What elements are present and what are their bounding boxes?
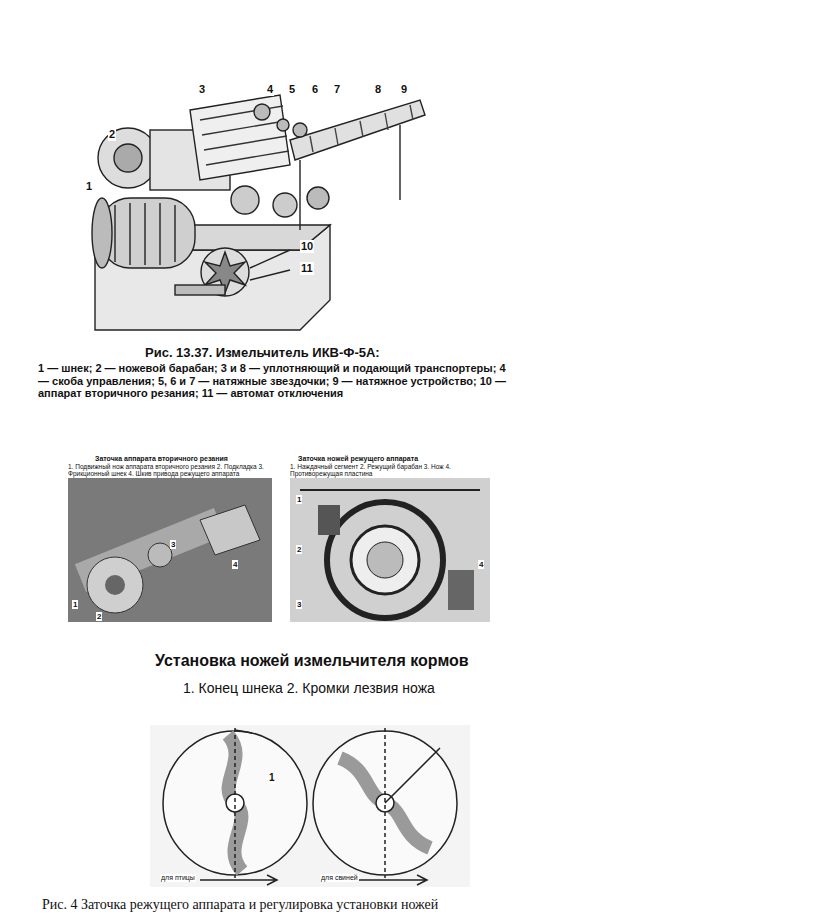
callout-number: 3	[296, 600, 302, 609]
callout-number: 2	[108, 128, 116, 141]
callout-number: 8	[374, 83, 382, 96]
panel-legend: 1. Подвижный нож аппарата вторичного рез…	[68, 463, 272, 478]
panel-label: для птицы	[160, 874, 196, 882]
photo-panels	[68, 478, 490, 622]
callout-number: 2	[296, 545, 302, 554]
callout-number: 1	[72, 600, 78, 609]
figure-title: Рис. 13.37. Измельчитель ИКВ-Ф-5А:	[145, 346, 380, 361]
knife-setting-drawing	[150, 725, 470, 887]
callout-number: 3	[198, 83, 206, 96]
callout-number: 4	[478, 560, 484, 569]
figure-caption: Рис. 4 Заточка режущего аппарата и регул…	[42, 897, 438, 913]
section-heading: Установка ножей измельчителя кормов	[155, 652, 469, 670]
callout-number: 1	[268, 772, 276, 784]
panel-heading: Заточка ножей режущего аппарата	[298, 455, 488, 463]
panel-heading: Заточка аппарата вторичного резания	[95, 455, 265, 463]
callout-number: 4	[232, 560, 238, 569]
panel-legend: 1. Наждачный сегмент 2. Режущий барабан …	[290, 463, 490, 478]
callout-number: 2	[96, 612, 102, 621]
callout-number: 5	[288, 83, 296, 96]
callout-number: 1	[296, 495, 302, 504]
callout-number: 10	[300, 240, 314, 253]
panel-label: для свиней	[320, 874, 359, 882]
shredder-drawing	[92, 95, 425, 330]
callout-number: 9	[400, 83, 408, 96]
section-legend: 1. Конец шнека 2. Кромки лезвия ножа	[183, 680, 435, 696]
callout-number: 6	[311, 83, 319, 96]
callout-number: 1	[85, 180, 93, 193]
figure-legend: 1 — шнек; 2 — ножевой барабан; 3 и 8 — у…	[38, 362, 518, 400]
callout-number: 3	[170, 540, 176, 549]
callout-number: 7	[333, 83, 341, 96]
callout-number: 11	[300, 262, 314, 275]
callout-number: 4	[266, 83, 274, 96]
